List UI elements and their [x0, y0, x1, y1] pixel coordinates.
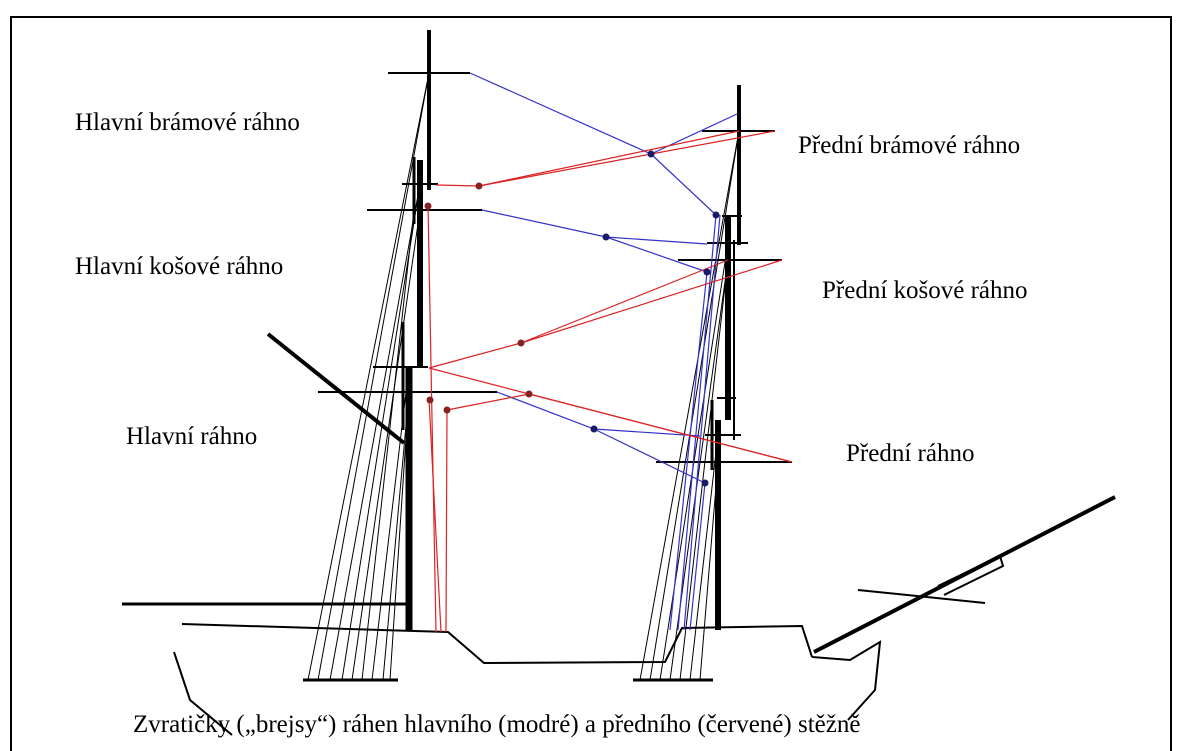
fore-mast [656, 85, 792, 630]
brace-blocks [424, 150, 720, 487]
label-fore-royal-yard: Přední brámové ráhno [798, 132, 1021, 159]
main-braces [469, 72, 738, 631]
block-blue [701, 479, 709, 487]
label-fore-yard: Přední ráhno [846, 440, 975, 467]
main-shrouds [307, 72, 430, 681]
caption: Zvratičky („brejsy“) ráhen hlavního (mod… [133, 711, 861, 738]
block-blue [712, 211, 720, 219]
label-main-topsail-yard: Hlavní košové ráhno [75, 253, 284, 280]
label-main-yard: Hlavní ráhno [126, 423, 258, 450]
block-red [525, 390, 533, 398]
block-red [443, 406, 451, 414]
block-blue [602, 233, 610, 241]
block-red [424, 202, 432, 210]
bowsprit [813, 495, 1116, 654]
block-blue [647, 150, 655, 158]
block-red [517, 339, 525, 347]
block-red [426, 396, 434, 404]
diagram-frame [10, 16, 1172, 751]
hull [173, 623, 882, 736]
label-fore-topsail-yard: Přední košové ráhno [822, 277, 1028, 304]
label-main-royal-yard: Hlavní brámové ráhno [75, 109, 300, 136]
block-blue [703, 268, 711, 276]
block-blue [590, 425, 598, 433]
fore-shrouds [639, 130, 740, 681]
block-red [475, 182, 483, 190]
